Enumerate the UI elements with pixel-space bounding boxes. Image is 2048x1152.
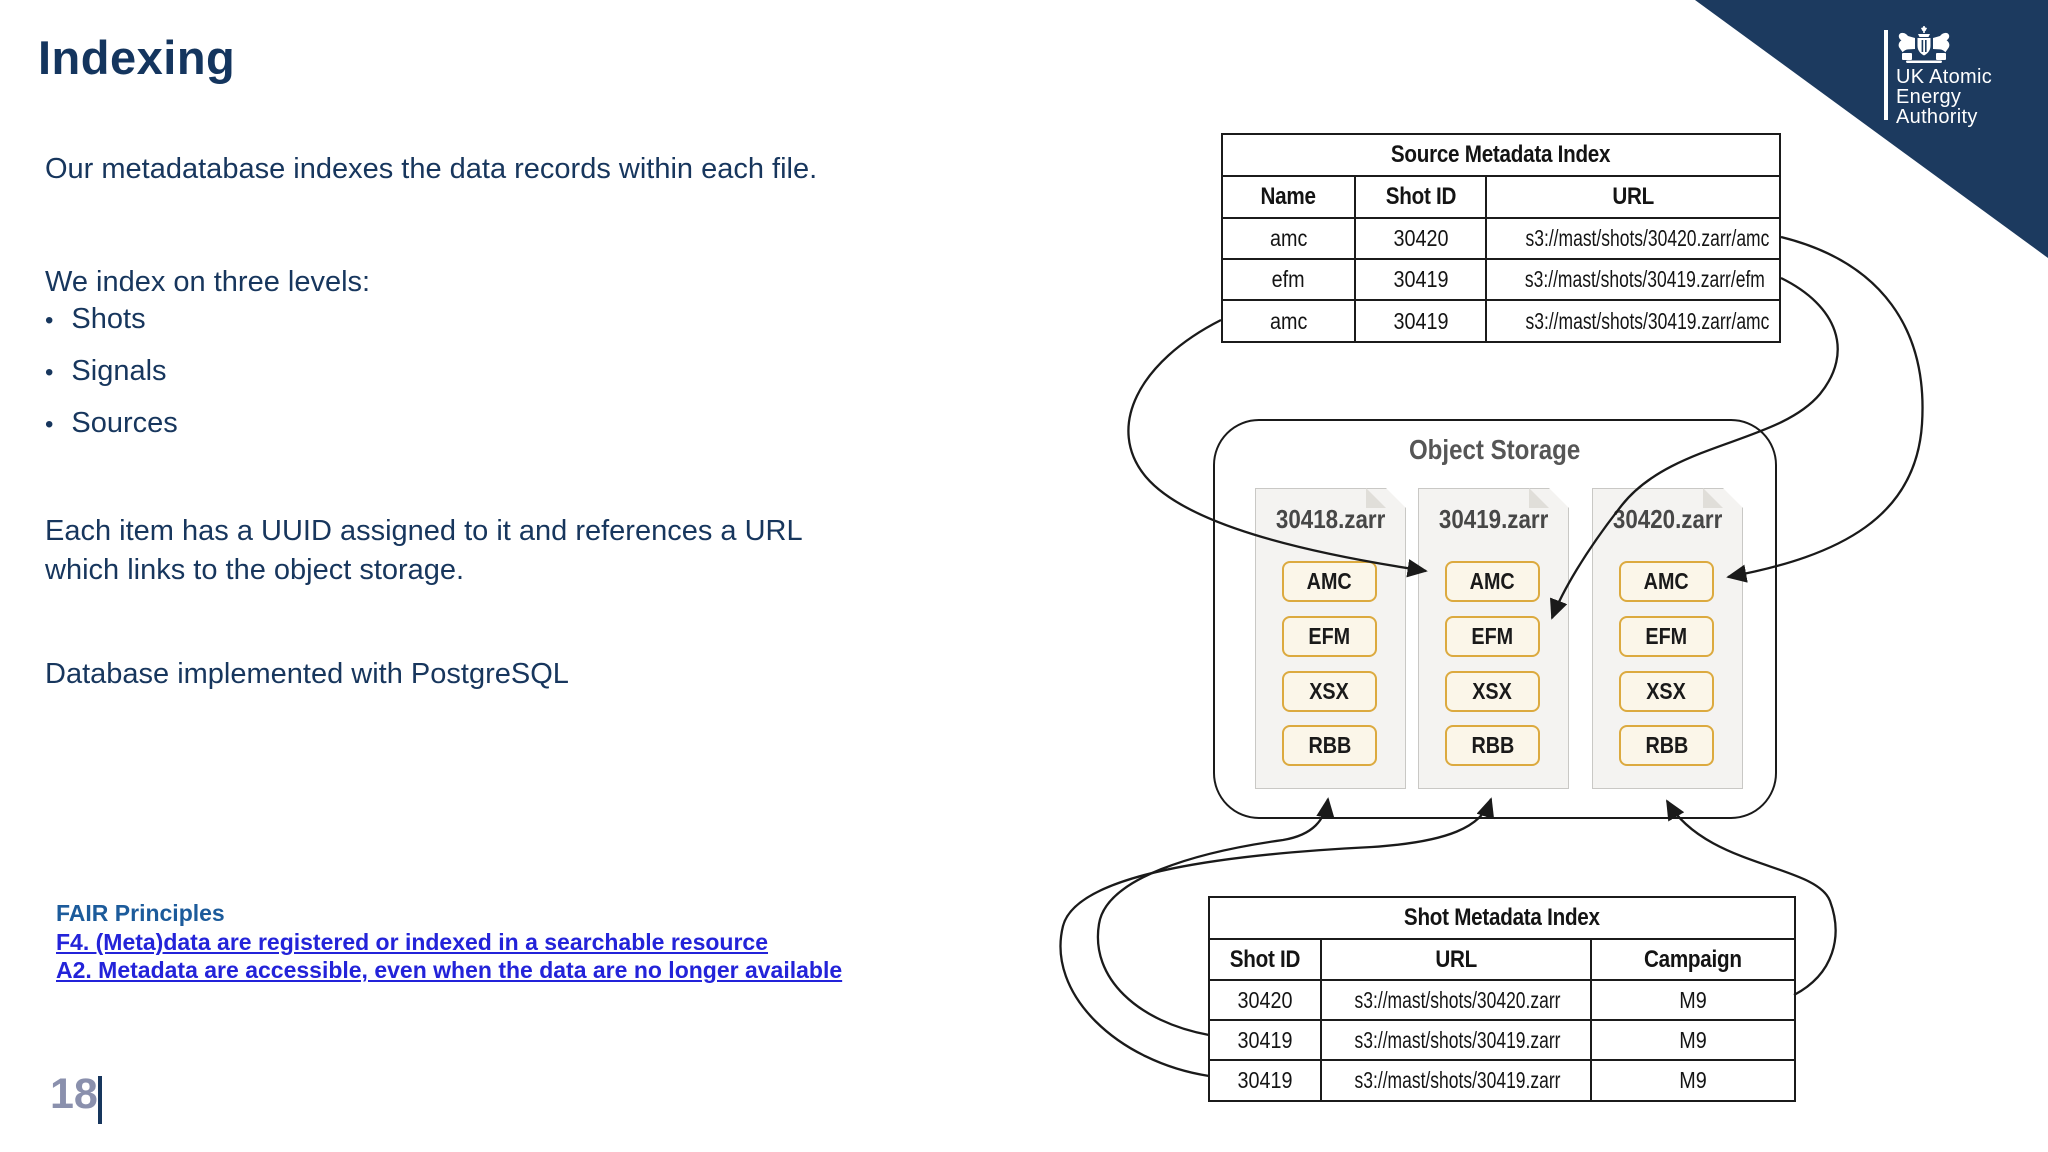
signal-box-amc: AMC (1306, 568, 1353, 594)
ukaea-logo: UK Atomic Energy Authority (1884, 26, 2048, 136)
paragraph-postgres: Database implemented with PostgreSQL (45, 658, 569, 690)
paragraph-levels: We index on three levels: (45, 266, 371, 298)
zarr-file-30419: 30419.zarr AMC EFM XSX RBB (1418, 488, 1569, 789)
cell-campaign: M9 (1679, 986, 1707, 1013)
table-row: 30419 s3://mast/shots/30419.zarr M9 (1208, 1059, 1797, 1102)
bullet-icon: • (45, 358, 54, 386)
table-row: 30419 s3://mast/shots/30419.zarr M9 (1208, 1019, 1797, 1061)
column-header-campaign: Campaign (1644, 945, 1742, 973)
source-metadata-table: Source Metadata Index Name Shot ID URL a… (1220, 133, 1782, 343)
cell-name: amc (1269, 225, 1308, 251)
bullet-shots: • Shots (45, 303, 146, 336)
cell-shot-id: 30419 (1237, 1026, 1293, 1053)
paragraph-uuid-line2: which links to the object storage. (45, 554, 465, 586)
zarr-file-30420: 30420.zarr AMC EFM XSX RBB (1592, 488, 1743, 789)
paragraph-uuid: Each item has a UUID assigned to it and … (45, 512, 803, 590)
cell-url: s3://mast/shots/30419.zarr (1354, 1067, 1561, 1093)
zarr-file-30418: 30418.zarr AMC EFM XSX RBB (1255, 488, 1406, 789)
logo-divider-bar (1884, 30, 1888, 120)
page-number: 18 (50, 1070, 98, 1118)
bullet-label: Signals (71, 355, 167, 387)
signal-box-efm: EFM (1645, 623, 1688, 649)
bullet-label: Shots (71, 303, 146, 335)
bullet-icon: • (45, 410, 54, 438)
source-table-title: Source Metadata Index (1391, 141, 1611, 168)
signal-box-rbb: RBB (1645, 732, 1688, 758)
object-storage-container: Object Storage 30418.zarr AMC EFM XSX RB… (1213, 419, 1777, 819)
shot-table-title: Shot Metadata Index (1404, 904, 1600, 931)
column-header-url: URL (1612, 183, 1654, 210)
column-header-url: URL (1435, 945, 1477, 973)
logo-line-1: UK Atomic (1896, 66, 1993, 88)
cell-url: s3://mast/shots/30419.zarr/amc (1525, 307, 1770, 334)
bullet-signals: • Signals (45, 355, 167, 388)
fair-link-a2[interactable]: A2. Metadata are accessible, even when t… (56, 957, 843, 983)
table-row: efm 30419 s3://mast/shots/30419.zarr/efm (1221, 258, 1782, 301)
table-row: 30420 s3://mast/shots/30420.zarr M9 (1208, 979, 1797, 1021)
signal-box-rbb: RBB (1308, 732, 1351, 758)
cell-shot-id: 30420 (1237, 986, 1293, 1013)
zarr-file-name: 30420.zarr (1612, 504, 1723, 534)
bullet-icon: • (45, 306, 54, 334)
object-storage-label: Object Storage (1409, 434, 1581, 465)
bullet-sources: • Sources (45, 407, 178, 440)
table-row: amc 30420 s3://mast/shots/30420.zarr/amc (1221, 217, 1782, 260)
signal-box-amc: AMC (1643, 568, 1690, 594)
signal-box-efm: EFM (1471, 623, 1514, 649)
cell-url: s3://mast/shots/30419.zarr/efm (1524, 266, 1765, 292)
signal-box-rbb: RBB (1471, 732, 1514, 758)
signal-box-efm: EFM (1308, 623, 1351, 649)
cell-url: s3://mast/shots/30419.zarr (1354, 1026, 1561, 1053)
logo-text: UK Atomic Energy Authority (1896, 67, 1992, 127)
cell-campaign: M9 (1679, 1026, 1707, 1053)
zarr-file-name: 30419.zarr (1438, 504, 1549, 534)
signal-box-amc: AMC (1469, 568, 1516, 594)
cell-url: s3://mast/shots/30420.zarr/amc (1525, 225, 1770, 251)
fair-principles-heading: FAIR Principles (56, 900, 225, 926)
cell-shot-id: 30419 (1237, 1067, 1293, 1093)
page-number-divider (98, 1076, 102, 1124)
cell-url: s3://mast/shots/30420.zarr (1354, 986, 1561, 1013)
zarr-file-name: 30418.zarr (1275, 504, 1386, 534)
signal-box-xsx: XSX (1646, 678, 1687, 704)
cell-shot-id: 30420 (1392, 225, 1449, 251)
page-title: Indexing (38, 31, 236, 84)
logo-line-3: Authority (1896, 106, 1978, 128)
signal-box-xsx: XSX (1472, 678, 1513, 704)
fair-link-f4[interactable]: F4. (Meta)data are registered or indexed… (56, 929, 769, 955)
logo-line-2: Energy (1896, 86, 1962, 108)
shot-metadata-table: Shot Metadata Index Shot ID URL Campaign… (1207, 896, 1797, 1102)
column-header-name: Name (1260, 183, 1317, 210)
paragraph-intro: Our metadatabase indexes the data record… (45, 153, 818, 185)
column-header-shot-id: Shot ID (1385, 183, 1456, 210)
cell-campaign: M9 (1679, 1067, 1707, 1093)
cell-name: amc (1269, 307, 1308, 334)
ukaea-crest-icon (1898, 26, 1950, 63)
bullet-label: Sources (71, 407, 178, 439)
cell-shot-id: 30419 (1392, 307, 1449, 334)
cell-shot-id: 30419 (1392, 266, 1449, 292)
table-row: amc 30419 s3://mast/shots/30419.zarr/amc (1221, 299, 1782, 343)
cell-name: efm (1272, 266, 1305, 292)
paragraph-uuid-line1: Each item has a UUID assigned to it and … (45, 515, 803, 547)
signal-box-xsx: XSX (1309, 678, 1350, 704)
column-header-shot-id: Shot ID (1229, 945, 1301, 973)
